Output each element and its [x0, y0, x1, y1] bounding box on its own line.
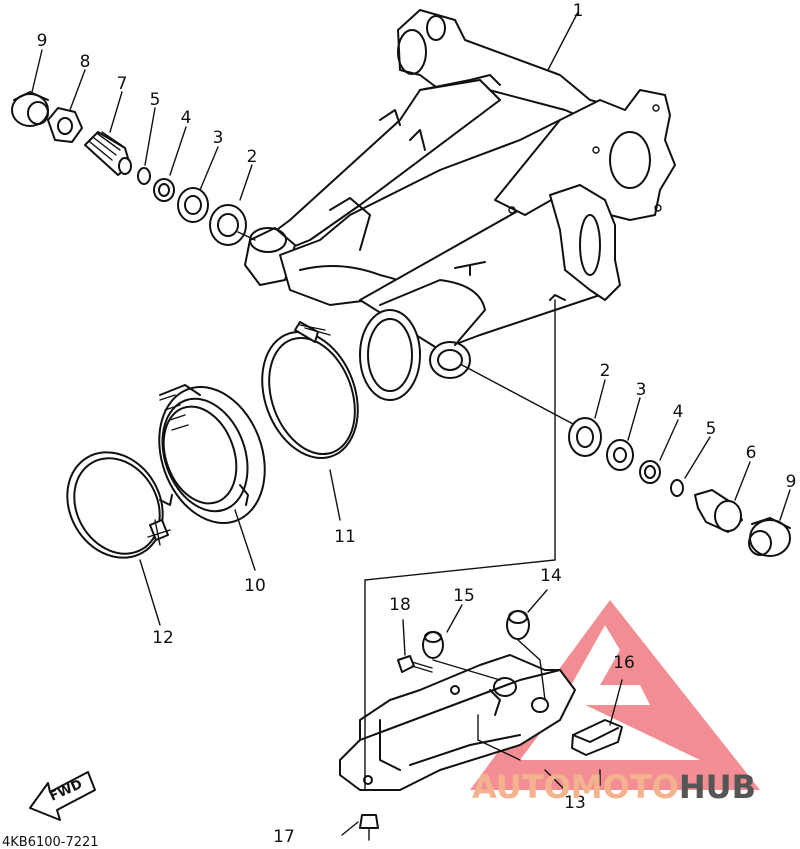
label-9-right: 9: [786, 472, 797, 492]
label-4-left: 4: [181, 108, 192, 128]
label-6: 6: [746, 443, 757, 463]
label-4-right: 4: [673, 402, 684, 422]
label-17: 17: [273, 827, 295, 847]
label-14: 14: [540, 566, 562, 586]
watermark-logo: [470, 600, 760, 790]
watermark-text: AUTOMOTOHUB: [472, 768, 756, 806]
part-labels: 1 2 3 4 5 7 8 9 2 3 4 5 6 9 10 11 12 13 …: [37, 1, 797, 847]
label-15: 15: [453, 586, 475, 606]
label-16: 16: [613, 653, 635, 673]
label-13: 13: [564, 793, 586, 813]
label-8: 8: [80, 52, 91, 72]
boot-and-clamps: [66, 321, 359, 559]
forward-arrow-icon: FWD: [29, 771, 96, 821]
label-5-right: 5: [706, 419, 717, 439]
label-5-left: 5: [150, 90, 161, 110]
label-9-left: 9: [37, 31, 48, 51]
label-10: 10: [244, 576, 266, 596]
label-12: 12: [152, 628, 174, 648]
label-1: 1: [573, 1, 584, 21]
label-11: 11: [334, 527, 356, 547]
label-18: 18: [389, 595, 411, 615]
swingarm: [244, 9, 676, 401]
right-pivot-parts: [461, 364, 791, 557]
label-3-left: 3: [213, 128, 224, 148]
watermark-part1: AUTOMOTO: [472, 768, 679, 806]
label-3-right: 3: [636, 380, 647, 400]
watermark-part2: HUB: [679, 768, 756, 806]
label-2-right: 2: [600, 361, 611, 381]
label-2-left: 2: [247, 147, 258, 167]
lower-guard: [339, 610, 623, 841]
drawing-code: 4KB6100-7221: [2, 835, 99, 849]
label-7: 7: [117, 74, 128, 94]
left-pivot-parts: [11, 91, 256, 246]
leader-lines: [31, 11, 791, 836]
